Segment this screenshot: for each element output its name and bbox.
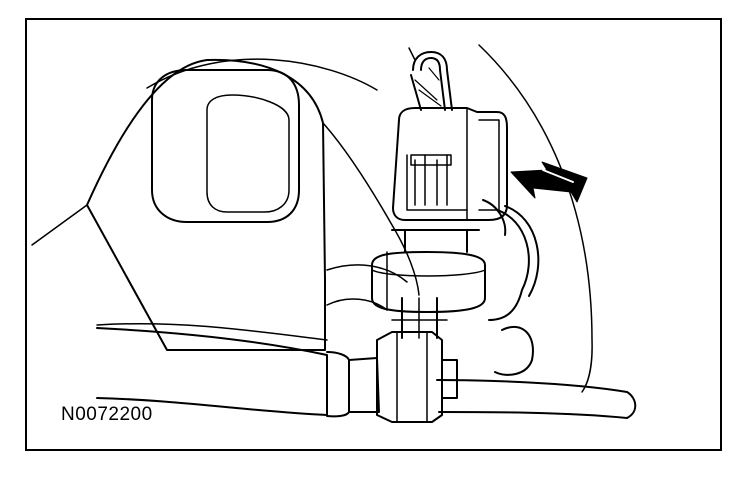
wire-harness — [410, 51, 453, 111]
sensor-stem — [391, 297, 448, 339]
pipe — [96, 327, 637, 419]
figure-id: N0072200 — [61, 404, 153, 425]
sensor-collar — [371, 229, 486, 313]
wire-loop — [488, 205, 540, 376]
mounting-bracket — [86, 58, 326, 351]
background-lines — [31, 44, 593, 393]
illustration-frame: N0072200 — [25, 18, 722, 451]
hex-fitting — [376, 331, 458, 423]
sensor-illustration — [31, 44, 637, 423]
arrow-icon — [510, 161, 588, 203]
electrical-connector — [392, 107, 508, 236]
